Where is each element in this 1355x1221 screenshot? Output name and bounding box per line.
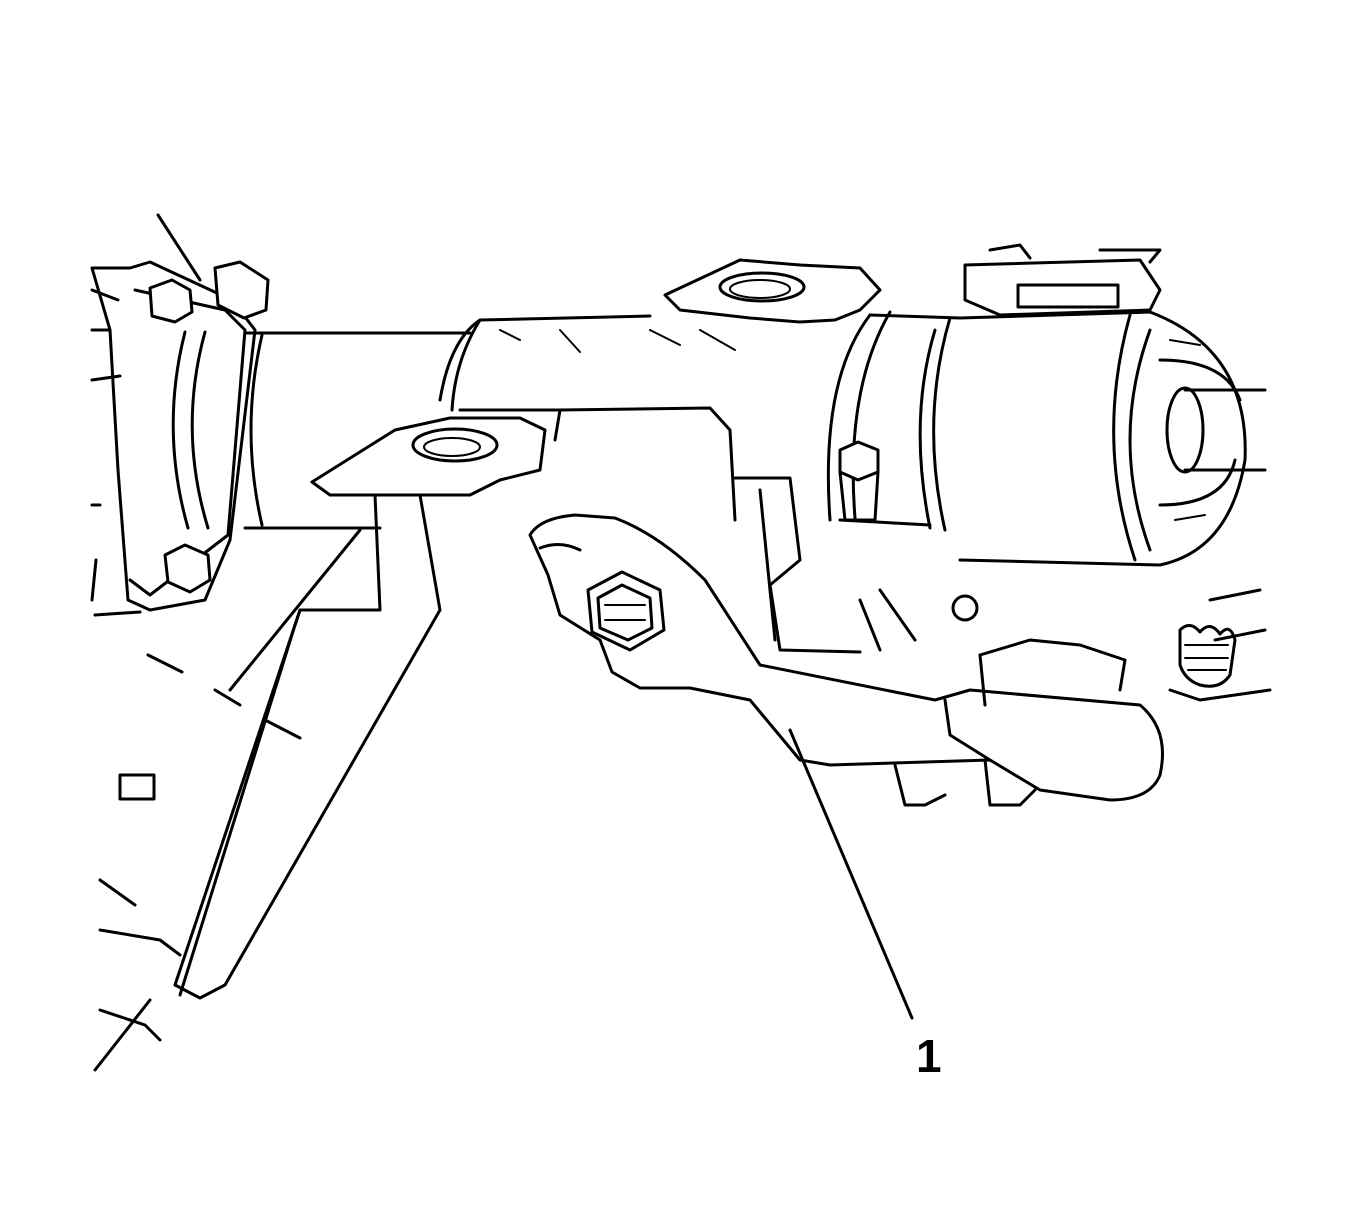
flange-bolt-top — [148, 260, 270, 324]
lock-housing — [958, 243, 1247, 567]
callout-leader-line — [788, 728, 914, 1020]
upper-bracket-tab — [663, 258, 882, 324]
lower-bracket-tab — [310, 406, 737, 522]
upper-mounting-flange — [90, 213, 257, 612]
center-bracket-arms — [733, 476, 979, 654]
right-lower-bracket — [893, 588, 1272, 807]
tilt-lever-plate — [528, 513, 1164, 802]
column-collar — [826, 310, 962, 532]
support-strut — [173, 493, 442, 1000]
lower-left-structure — [93, 610, 302, 1072]
column-tube — [171, 314, 736, 530]
callout-1: 1 — [788, 728, 942, 1082]
fitting-nut — [838, 440, 880, 522]
callout-label: 1 — [916, 1030, 942, 1082]
tension-spring — [1178, 624, 1237, 688]
steering-shaft — [1158, 339, 1267, 521]
flange-bolt-bottom — [163, 543, 212, 594]
pivot-bolt — [586, 570, 666, 652]
